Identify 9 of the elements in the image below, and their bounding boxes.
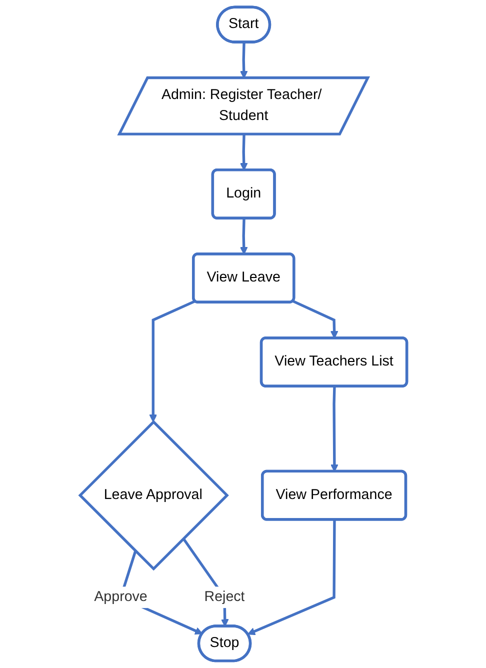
arrow: [239, 218, 248, 255]
arrow: [148, 300, 196, 422]
arrow: [239, 134, 248, 171]
arrow: [247, 520, 336, 636]
node-diamond: Leave Approval: [78, 420, 228, 571]
arrow: [292, 300, 338, 339]
edge-label: Approve: [94, 589, 147, 605]
edge-label: Reject: [204, 589, 244, 605]
arrow: [330, 386, 338, 472]
